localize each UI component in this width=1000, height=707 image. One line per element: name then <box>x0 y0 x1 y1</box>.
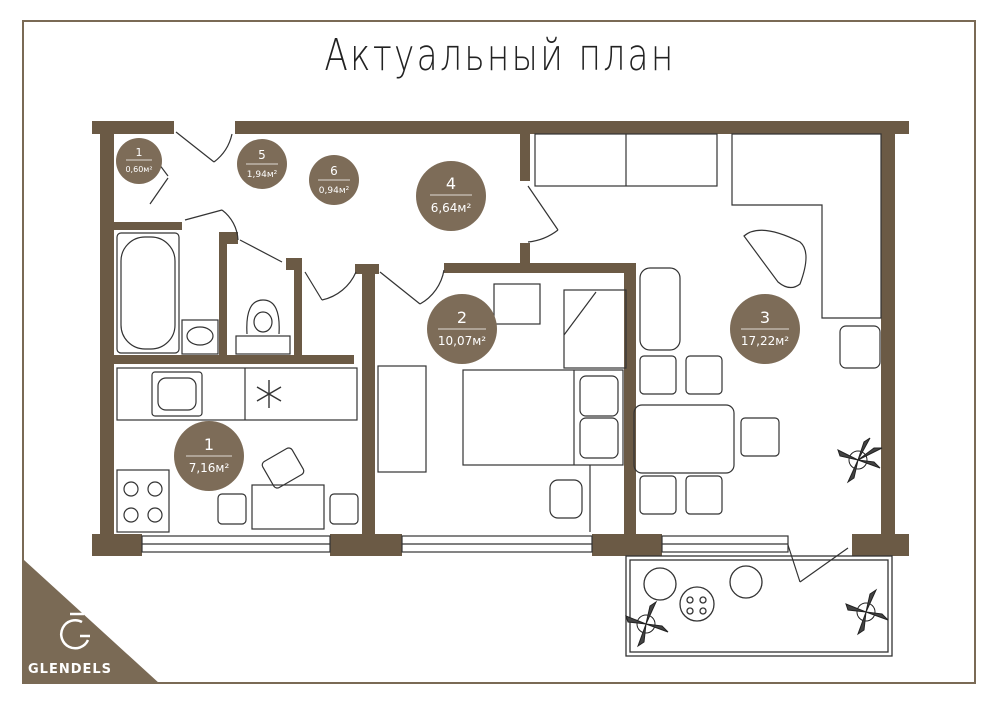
room-badge-1: 1 7,16м² <box>174 421 244 491</box>
room-badge-6: 6 0,94м² <box>309 155 359 205</box>
furniture <box>116 133 882 533</box>
page-frame <box>22 20 976 684</box>
room-area: 7,16м² <box>189 461 230 475</box>
room-badge-2: 2 10,07м² <box>427 294 497 364</box>
room-number: 1 <box>136 146 143 159</box>
room-number: 3 <box>760 308 770 327</box>
balcony <box>625 555 893 657</box>
page-title: Актуальный план <box>324 30 676 81</box>
room-badge-7: 1 0,60м² <box>116 138 162 184</box>
brand-name: GLENDELS <box>28 662 113 677</box>
room-number: 1 <box>204 435 214 454</box>
room-badge-3: 3 17,22м² <box>730 294 800 364</box>
logo-corner <box>24 560 160 684</box>
room-area: 0,60м² <box>125 165 152 174</box>
plant-icon <box>625 437 889 648</box>
snowflake-icon <box>256 380 282 408</box>
room-number: 5 <box>258 148 266 162</box>
room-area: 0,94м² <box>319 186 350 196</box>
room-number: 2 <box>457 308 467 327</box>
room-badge-4: 4 6,64м² <box>416 161 486 231</box>
room-number: 6 <box>330 164 338 178</box>
windows <box>141 535 789 553</box>
room-number: 4 <box>446 174 456 193</box>
room-area: 10,07м² <box>438 334 486 348</box>
room-area: 17,22м² <box>741 334 789 348</box>
glendels-logo-icon <box>60 612 90 650</box>
room-area: 1,94м² <box>247 170 278 180</box>
room-area: 6,64м² <box>431 201 472 215</box>
walls <box>92 121 909 556</box>
room-badge-5: 5 1,94м² <box>237 139 287 189</box>
